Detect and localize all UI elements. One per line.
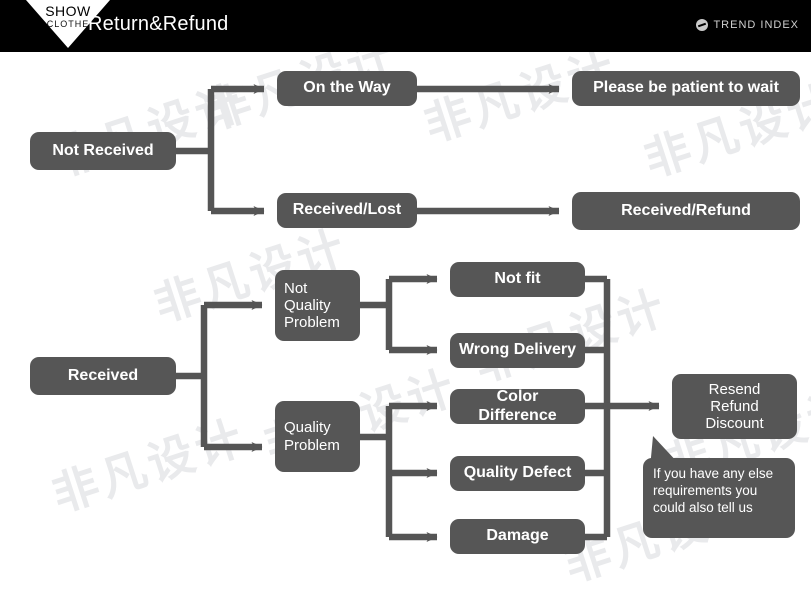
brand-label: TREND INDEX [713, 19, 799, 31]
trend-index-icon [696, 19, 709, 31]
flow-node-damage[interactable]: Damage [450, 519, 585, 554]
flow-node-quality[interactable]: Quality Problem [275, 401, 360, 472]
flow-node-received[interactable]: Received [30, 357, 176, 395]
flow-node-not-received[interactable]: Not Received [30, 132, 176, 170]
flow-node-not-quality[interactable]: Not Quality Problem [275, 270, 360, 341]
flow-node-resend-refund-discount[interactable]: Resend Refund Discount [672, 374, 797, 439]
page-header: SHOW CLOTHE Return&Refund TREND INDEX [0, 0, 811, 52]
show-clothe-logo: SHOW CLOTHE [26, 0, 110, 52]
logo-secondary-text: CLOTHE [46, 19, 90, 29]
logo-triangle-icon [26, 0, 110, 48]
flow-node-wrong-delivery[interactable]: Wrong Delivery [450, 333, 585, 368]
flow-node-received-lost[interactable]: Received/Lost [277, 193, 417, 228]
page-title: Return&Refund [88, 13, 229, 35]
flow-node-received-refund[interactable]: Received/Refund [572, 192, 800, 230]
flow-node-color-difference[interactable]: Color Difference [450, 388, 585, 424]
logo-primary-text: SHOW [45, 3, 91, 19]
flow-node-quality-defect[interactable]: Quality Defect [450, 456, 585, 491]
extra-requirements-callout: If you have any else requirements you co… [643, 458, 795, 538]
flow-edges [176, 84, 660, 542]
flow-node-on-the-way[interactable]: On the Way [277, 71, 417, 106]
brand-badge: TREND INDEX [696, 19, 799, 31]
flowchart-canvas: Not Received On the Way Please be patient … [0, 52, 811, 605]
flow-node-not-fit[interactable]: Not fit [450, 262, 585, 297]
flow-node-please-wait[interactable]: Please be patient to wait [572, 71, 800, 106]
